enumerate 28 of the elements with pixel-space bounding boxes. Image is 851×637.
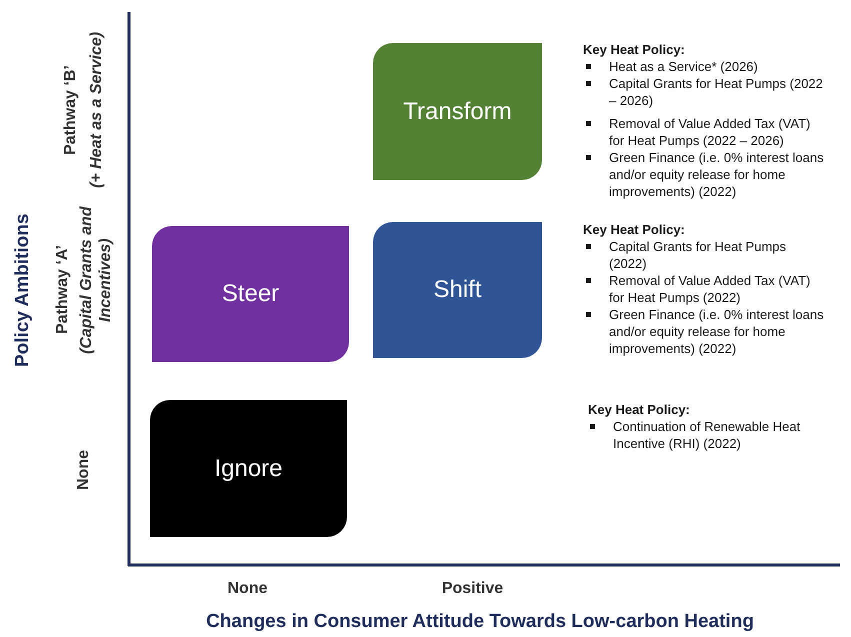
quadrant-box xyxy=(373,43,542,180)
row-label: Pathway ‘B’ xyxy=(61,64,80,157)
policy-heading: Key Heat Policy: xyxy=(583,221,685,238)
quadrant-box xyxy=(152,226,349,362)
quadrant-box xyxy=(373,222,542,358)
row-label: (Capital Grants and Incentives) xyxy=(77,205,115,355)
policy-item: Heat as a Service* (2026) xyxy=(609,58,759,75)
row-label: Pathway ‘A’ xyxy=(53,244,72,336)
quadrant-box xyxy=(150,400,347,537)
policy-item: Removal of Value Added Tax (VAT) for Heat Pumps (2022) xyxy=(609,272,812,306)
quadrant-label: Steer xyxy=(222,280,280,308)
policy-item: Capital Grants for Heat Pumps (2022) xyxy=(609,238,788,272)
row-label: (+ Heat as a Service) xyxy=(87,30,106,190)
policy-item: Removal of Value Added Tax (VAT) for Heat Pumps (2022 – 2026) xyxy=(609,115,812,149)
column-label: None xyxy=(226,580,268,597)
quadrant-label: Transform xyxy=(403,98,512,126)
column-label: Positive xyxy=(440,580,504,597)
quadrant-label: Shift xyxy=(433,276,482,304)
policy-item: Capital Grants for Heat Pumps (2022 – 2026) xyxy=(609,75,824,109)
row-label: None xyxy=(74,449,93,492)
quadrant-label: Ignore xyxy=(214,454,283,482)
axis-title: Policy Ambitions xyxy=(12,212,34,369)
policy-item: Green Finance (i.e. 0% interest loans and/or equity release for home improvements) (2022) xyxy=(609,149,825,200)
policy-heading: Key Heat Policy: xyxy=(583,41,685,58)
axis-title: Changes in Consumer Attitude Towards Low-carbon Heating xyxy=(205,611,755,633)
policy-item: Green Finance (i.e. 0% interest loans and/or equity release for home improvements) (2022) xyxy=(609,306,825,357)
policy-item: Continuation of Renewable Heat Incentive (RHI) (2022) xyxy=(613,418,802,452)
policy-heading: Key Heat Policy: xyxy=(588,401,690,418)
